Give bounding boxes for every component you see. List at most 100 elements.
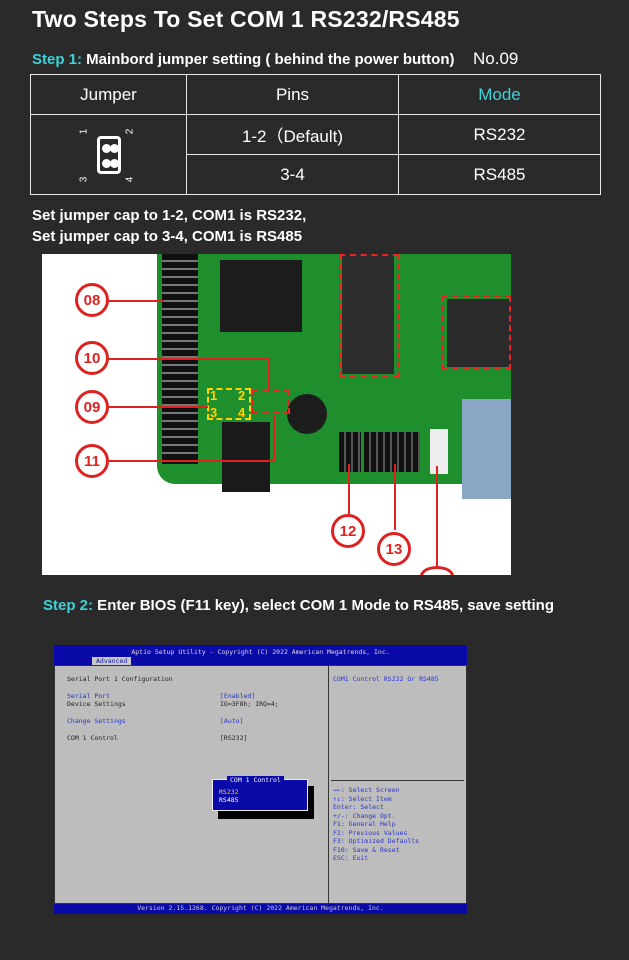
key-help-line: +/-: Change Opt. bbox=[333, 811, 396, 820]
usb-port bbox=[447, 299, 511, 367]
pin-dot bbox=[101, 158, 111, 168]
step2-heading: Step 2: Enter BIOS (F11 key), select COM… bbox=[43, 597, 554, 614]
step1-heading: Step 1: Mainbord jumper setting ( behind… bbox=[32, 51, 455, 68]
callout-line bbox=[108, 460, 273, 462]
jumper-highlight bbox=[207, 388, 251, 420]
step1-text: Mainbord jumper setting ( behind the pow… bbox=[82, 51, 455, 68]
com-control-popup: COM 1 Control RS232 RS485 bbox=[212, 776, 308, 811]
header-mode: Mode bbox=[398, 74, 601, 115]
key-help-line: →←: Select Screen bbox=[333, 786, 400, 794]
step2-text: Enter BIOS (F11 key), select COM 1 Mode … bbox=[93, 597, 555, 614]
key-help-line: ↑↓: Select Item bbox=[333, 794, 392, 803]
pin-header-12 bbox=[339, 432, 361, 472]
highlight-box bbox=[252, 390, 290, 414]
bios-main-panel: Serial Port 1 Configuration Serial Port … bbox=[54, 665, 467, 904]
step2-label: Step 2: bbox=[43, 597, 94, 614]
key-help-line: ESC: Exit bbox=[333, 854, 369, 862]
popup-option-rs232[interactable]: RS232 bbox=[219, 788, 239, 796]
callout-line bbox=[436, 466, 438, 566]
board-pin-label: 4 bbox=[238, 405, 246, 420]
step1-number: No.09 bbox=[473, 49, 519, 68]
mode-cell: RS485 bbox=[398, 154, 601, 195]
bios-com-control-label[interactable]: COM 1 Control bbox=[67, 734, 118, 742]
bios-com-control-value[interactable]: [RS232] bbox=[220, 734, 248, 742]
jumper-pin-label: 3 bbox=[77, 176, 89, 182]
power-button bbox=[222, 422, 270, 492]
bios-settings-panel: Serial Port 1 Configuration Serial Port … bbox=[55, 666, 329, 903]
jumper-pin-label: 4 bbox=[123, 176, 135, 182]
pins-cell: 1-2（Default) bbox=[186, 114, 399, 155]
note-line: Set jumper cap to 3-4, COM1 is RS485 bbox=[32, 228, 303, 245]
bios-change-settings-value[interactable]: [Auto] bbox=[220, 717, 244, 725]
bios-device-settings-label: Device Settings bbox=[67, 700, 126, 708]
bios-footer: Version 2.15.1268. Copyright (C) 2022 Am… bbox=[54, 904, 467, 914]
jumper-pin-label: 1 bbox=[77, 128, 89, 134]
note-line: Set jumper cap to 1-2, COM1 is RS232, bbox=[32, 207, 307, 224]
bios-serial-port-value[interactable]: [Enabled] bbox=[220, 692, 256, 700]
usb-connector bbox=[462, 399, 511, 499]
table-header-row: Jumper Pins Mode bbox=[30, 74, 601, 115]
callout-08: 08 bbox=[75, 283, 109, 317]
buzzer bbox=[287, 394, 327, 434]
pin-header-13 bbox=[364, 432, 420, 472]
callout-line bbox=[268, 358, 270, 392]
bios-serial-port-label[interactable]: Serial Port bbox=[67, 692, 111, 700]
highlight-box bbox=[442, 296, 511, 370]
bios-section-title: Serial Port 1 Configuration bbox=[67, 675, 173, 683]
header-jumper: Jumper bbox=[30, 74, 187, 115]
popup-title: COM 1 Control bbox=[227, 776, 284, 784]
bios-help-panel: COM1 Control RS232 Or RS485 →←: Select S… bbox=[329, 666, 466, 903]
step1-label: Step 1: bbox=[32, 51, 83, 68]
header-pins: Pins bbox=[186, 74, 399, 115]
jumper-table: Jumper Pins Mode 1 2 3 4 1-2（Default) RS… bbox=[30, 74, 601, 195]
callout-line bbox=[348, 464, 350, 514]
callout-12: 12 bbox=[331, 514, 365, 548]
pins-cell: 3-4 bbox=[186, 154, 399, 195]
key-help-line: F1: General Help bbox=[333, 820, 396, 828]
board-pin-label: 1 bbox=[210, 388, 218, 403]
jumper-note: Set jumper cap to 1-2, COM1 is RS232, Se… bbox=[32, 205, 306, 247]
pin-dot bbox=[109, 143, 119, 153]
bios-screenshot: Aptio Setup Utility - Copyright (C) 2022… bbox=[54, 645, 467, 914]
bios-header-text: Aptio Setup Utility - Copyright (C) 2022… bbox=[131, 648, 390, 656]
table-row: 1 2 3 4 1-2（Default) RS232 bbox=[30, 114, 601, 195]
bios-device-settings-value: IO=3F8h; IRQ=4; bbox=[220, 700, 279, 708]
pin-dot bbox=[109, 158, 119, 168]
page-title: Two Steps To Set COM 1 RS232/RS485 bbox=[32, 6, 460, 32]
jumper-diagram-cell: 1 2 3 4 bbox=[30, 114, 187, 195]
jumper-diagram-icon: 1 2 3 4 bbox=[77, 120, 139, 190]
bios-key-help: →←: Select Screen ↑↓: Select Item Enter:… bbox=[333, 786, 419, 863]
callout-line bbox=[108, 358, 268, 360]
key-help-line: F3: Optimized Defaults bbox=[333, 837, 420, 845]
callout-09: 09 bbox=[75, 390, 109, 424]
callout-partial bbox=[420, 566, 454, 575]
callout-line bbox=[108, 300, 164, 302]
bios-header: Aptio Setup Utility - Copyright (C) 2022… bbox=[54, 645, 467, 665]
key-help-line: F2: Previous Values bbox=[333, 828, 408, 837]
main-chip bbox=[220, 260, 302, 332]
key-help-line: Enter: Select bbox=[333, 803, 384, 811]
callout-10: 10 bbox=[75, 341, 109, 375]
mainboard-photo: 1 2 3 4 08 10 09 11 12 13 bbox=[42, 254, 511, 575]
popup-option-rs485[interactable]: RS485 bbox=[219, 796, 239, 804]
connector-white bbox=[430, 429, 448, 474]
callout-11: 11 bbox=[75, 444, 109, 478]
callout-line bbox=[108, 406, 208, 408]
jumper-pin-label: 2 bbox=[123, 128, 135, 134]
m2-slot bbox=[342, 254, 394, 374]
board-pin-label: 3 bbox=[210, 405, 218, 420]
bios-tab-advanced[interactable]: Advanced bbox=[92, 657, 132, 665]
callout-line bbox=[273, 416, 275, 462]
callout-13: 13 bbox=[377, 532, 411, 566]
bios-change-settings-label[interactable]: Change Settings bbox=[67, 717, 126, 725]
jumper-block bbox=[96, 135, 121, 174]
bios-help-text: COM1 Control RS232 Or RS485 bbox=[333, 675, 439, 683]
callout-line bbox=[394, 464, 396, 530]
board-pin-label: 2 bbox=[238, 388, 246, 403]
bios-divider bbox=[331, 780, 464, 781]
table-row: 3-4 RS485 bbox=[31, 154, 601, 195]
mode-cell: RS232 bbox=[398, 114, 601, 155]
pin-dot bbox=[101, 143, 111, 153]
highlight-box bbox=[339, 254, 399, 378]
key-help-line: F10: Save & Reset bbox=[333, 845, 400, 854]
